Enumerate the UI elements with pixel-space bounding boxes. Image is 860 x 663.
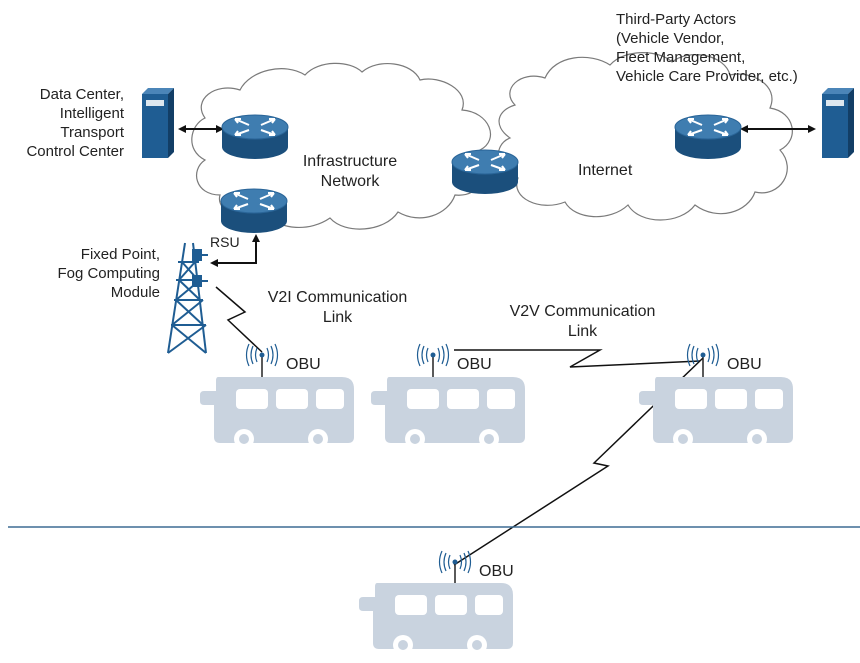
router-icon [674, 114, 742, 160]
rsu-router-link [210, 234, 260, 267]
obu-label: OBU [479, 563, 514, 580]
bus-icon [371, 377, 525, 449]
internet-label: Internet [578, 162, 633, 179]
v2i-link [215, 286, 263, 353]
obu-label: OBU [727, 356, 762, 373]
bus-icon [639, 377, 793, 449]
v2v-link [454, 349, 701, 368]
antenna-icon [686, 343, 720, 378]
data-center-server-icon [142, 88, 174, 158]
v2i-link-label: V2I Communication Link [267, 289, 408, 326]
router-icon [221, 114, 289, 160]
data-center-label: Data Center, Intelligent Transport Contr… [26, 86, 124, 160]
infrastructure-network-label: Infrastructure Network [302, 153, 398, 190]
fixed-point-label: Fixed Point, Fog Computing Module [57, 246, 160, 301]
obu-label: OBU [286, 356, 321, 373]
rsu-router-icon [220, 188, 288, 234]
tower-icon [167, 242, 208, 354]
antenna-icon [245, 343, 279, 378]
antenna-icon [416, 343, 450, 378]
third-party-server-icon [822, 88, 854, 158]
router-icon [451, 149, 519, 195]
bus-icon [359, 583, 513, 655]
bus-icon [200, 377, 354, 449]
rsu-label: RSU [210, 234, 240, 250]
antenna-icon [438, 550, 472, 585]
v2v-long-link [453, 357, 704, 566]
third-party-label: Third-Party Actors (Vehicle Vendor, Flee… [616, 11, 798, 85]
v2v-link-label: V2V Communication Link [509, 303, 656, 340]
internet-cloud-icon [497, 52, 793, 221]
obu-label: OBU [457, 356, 492, 373]
